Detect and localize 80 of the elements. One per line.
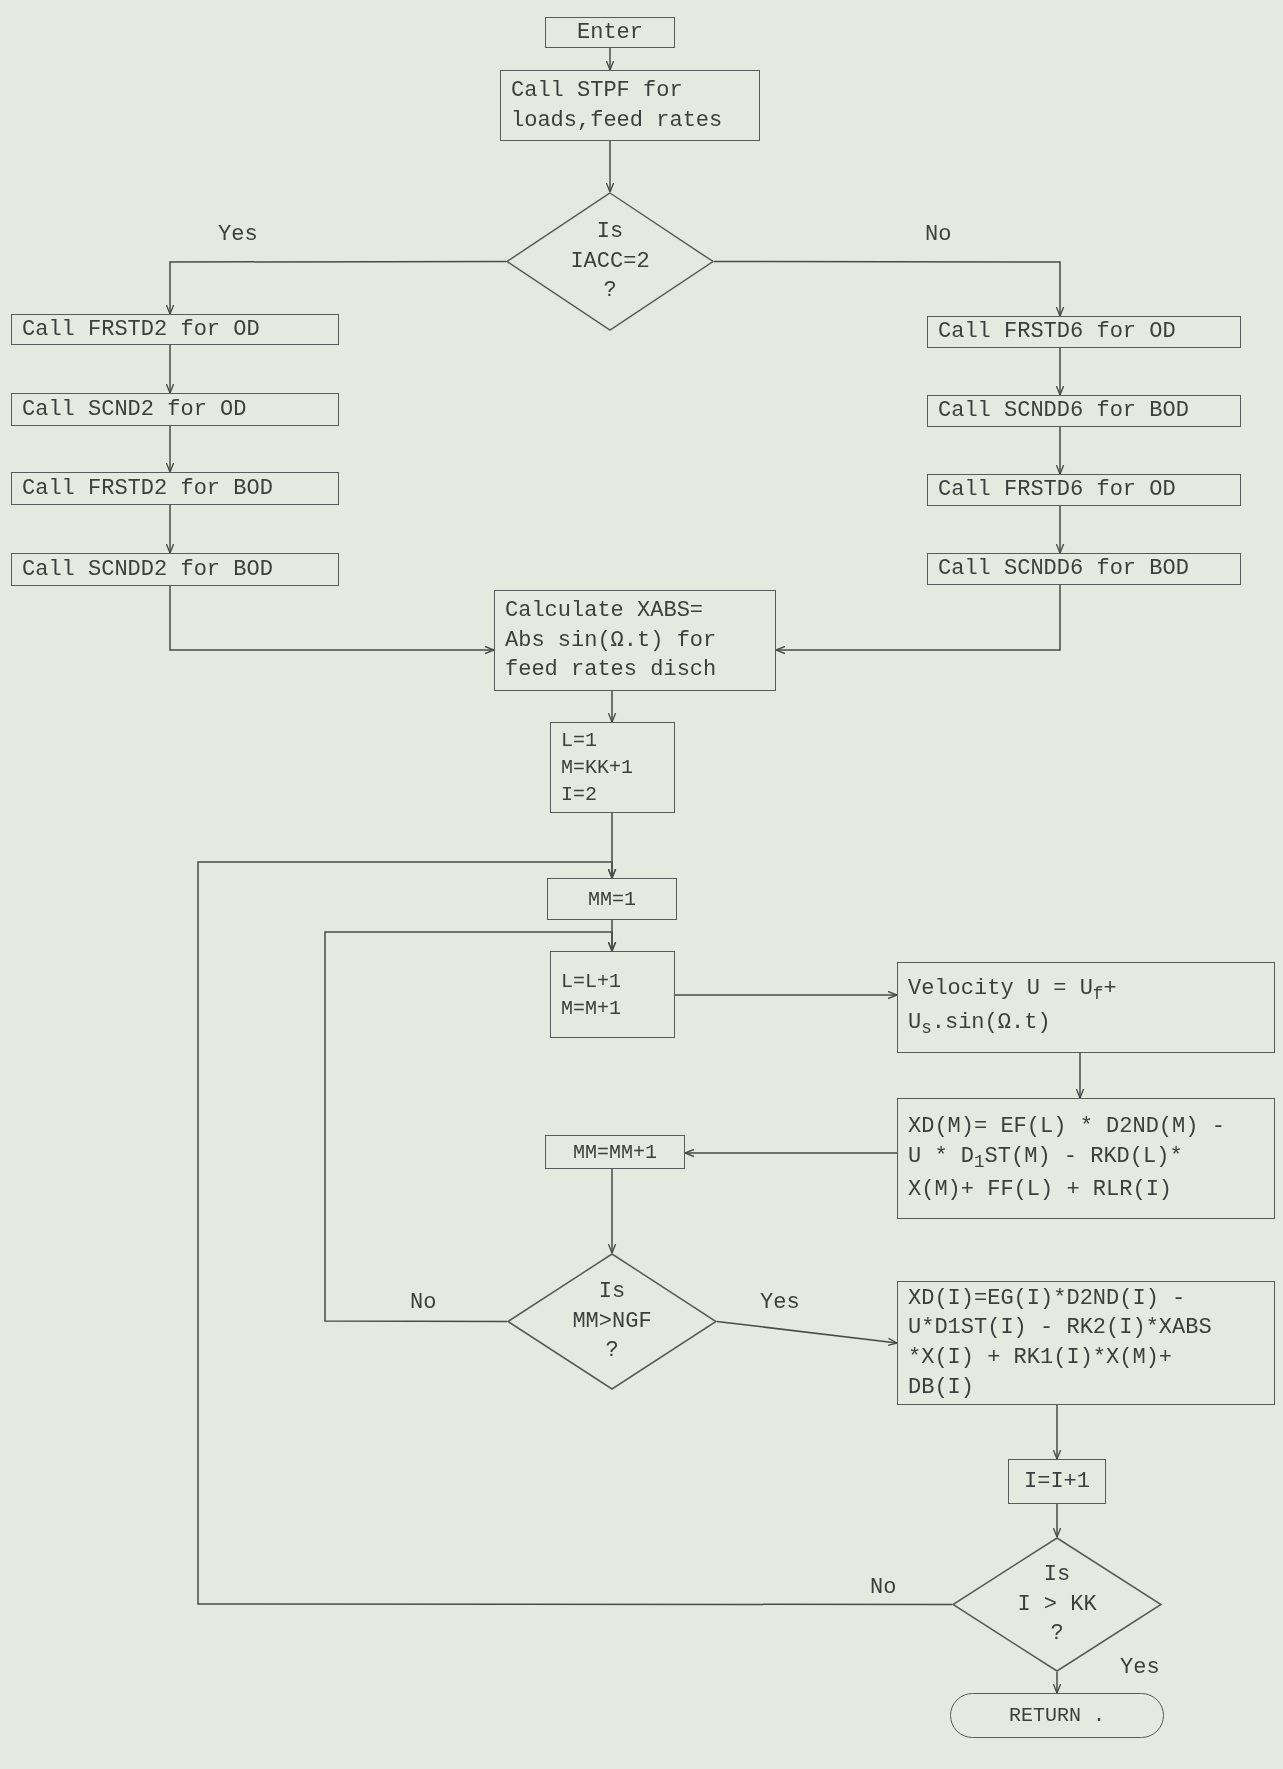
process-box — [11, 472, 339, 505]
node-text: Call FRSTD6 for OD — [938, 318, 1176, 347]
edge-label: No — [925, 222, 952, 247]
arrow — [1055, 505, 1065, 554]
arrow — [169, 585, 495, 655]
node-text: ? — [605, 1337, 619, 1366]
process-box — [545, 1135, 685, 1169]
arrow — [605, 47, 615, 71]
node-text: MM>NGF — [572, 1307, 652, 1336]
process-box — [494, 590, 776, 691]
arrow — [607, 690, 617, 723]
node-text: I > KK — [1017, 1590, 1097, 1619]
arrow — [1052, 1671, 1062, 1694]
arrow — [324, 931, 617, 1323]
node-text: ? — [1050, 1620, 1064, 1649]
edge-label: Yes — [760, 1290, 800, 1315]
arrow — [1052, 1404, 1062, 1460]
node-text: Call SCNDD2 for BOD — [22, 555, 273, 584]
edge-label: Yes — [1120, 1655, 1160, 1680]
process-box — [927, 474, 1241, 506]
node-text: Call SCND2 for OD — [22, 395, 247, 424]
node-text: ? — [603, 277, 617, 306]
node-text: Call FRSTD2 for BOD — [22, 474, 273, 503]
arrow — [165, 504, 175, 554]
node-text: IACC=2 — [570, 247, 650, 276]
arrow — [1055, 426, 1065, 475]
node-text: Call FRSTD6 for OD — [938, 476, 1176, 505]
arrow — [1075, 1052, 1085, 1099]
node-text: RETURN . — [1009, 1703, 1105, 1729]
node-text: Velocity U = U$_{f}$+ U$_{s}$.sin(Ω.t) — [908, 975, 1118, 1040]
arrow — [165, 260, 507, 315]
process-box — [547, 878, 677, 920]
decision-diamond — [507, 1253, 717, 1390]
process-box — [550, 722, 675, 813]
arrow — [1052, 1503, 1062, 1538]
decision-diamond — [952, 1537, 1162, 1672]
node-text: MM=1 — [588, 886, 636, 913]
node-text: L=1 M=KK+1 I=2 — [561, 728, 633, 808]
node-text: I=I+1 — [1024, 1467, 1090, 1496]
node-text: Call SCNDD6 for BOD — [938, 555, 1189, 584]
node-text: Enter — [577, 18, 643, 47]
arrow — [607, 1168, 617, 1254]
node-text: Calculate XABS= Abs sin(Ω.t) for feed rates disch — [505, 596, 717, 685]
process-box — [545, 17, 675, 48]
process-box — [11, 553, 339, 586]
arrow — [775, 584, 1061, 655]
node-text: XD(I)=EG(I)*D2ND(I) - U*D1ST(I) - RK2(I)*XABS *X(I) + RK1(I)*X(M)+ DB(I) — [908, 1284, 1213, 1402]
arrow — [684, 1148, 898, 1158]
arrow — [674, 990, 898, 1000]
arrow — [165, 425, 175, 473]
node-text: Is — [596, 217, 624, 246]
decision-diamond — [506, 192, 714, 331]
arrow — [713, 260, 1065, 317]
edge-label: No — [410, 1290, 437, 1315]
process-box — [11, 393, 339, 426]
node-text: Is — [598, 1277, 626, 1306]
arrow — [1055, 347, 1065, 396]
edge-label: Yes — [218, 222, 258, 247]
process-box — [927, 553, 1241, 585]
arrow — [197, 861, 953, 1606]
node-text: Call STPF for loads,feed rates — [511, 76, 723, 135]
node-text: Call FRSTD2 for OD — [22, 315, 260, 344]
node-text: MM=MM+1 — [573, 1139, 657, 1166]
edge-label: No — [870, 1575, 897, 1600]
arrow — [605, 140, 615, 193]
arrow — [716, 1320, 898, 1347]
process-box — [897, 1281, 1275, 1405]
process-box — [1008, 1459, 1106, 1504]
arrow — [165, 344, 175, 394]
node-text: Is — [1043, 1560, 1071, 1589]
node-text: L=L+1 M=M+1 — [561, 968, 622, 1022]
process-box — [927, 395, 1241, 427]
process-box — [550, 951, 675, 1038]
process-box — [11, 314, 339, 345]
process-box — [927, 316, 1241, 348]
process-box — [897, 1098, 1275, 1219]
process-box — [500, 70, 760, 141]
node-text: XD(M)= EF(L) * D2ND(M) -U * D$_{1}$ST(M) - RKD(L)* X(M)+ FF(L) + RLR(I) — [908, 1113, 1225, 1205]
process-box — [897, 962, 1275, 1053]
node-text: Call SCNDD6 for BOD — [938, 397, 1189, 426]
